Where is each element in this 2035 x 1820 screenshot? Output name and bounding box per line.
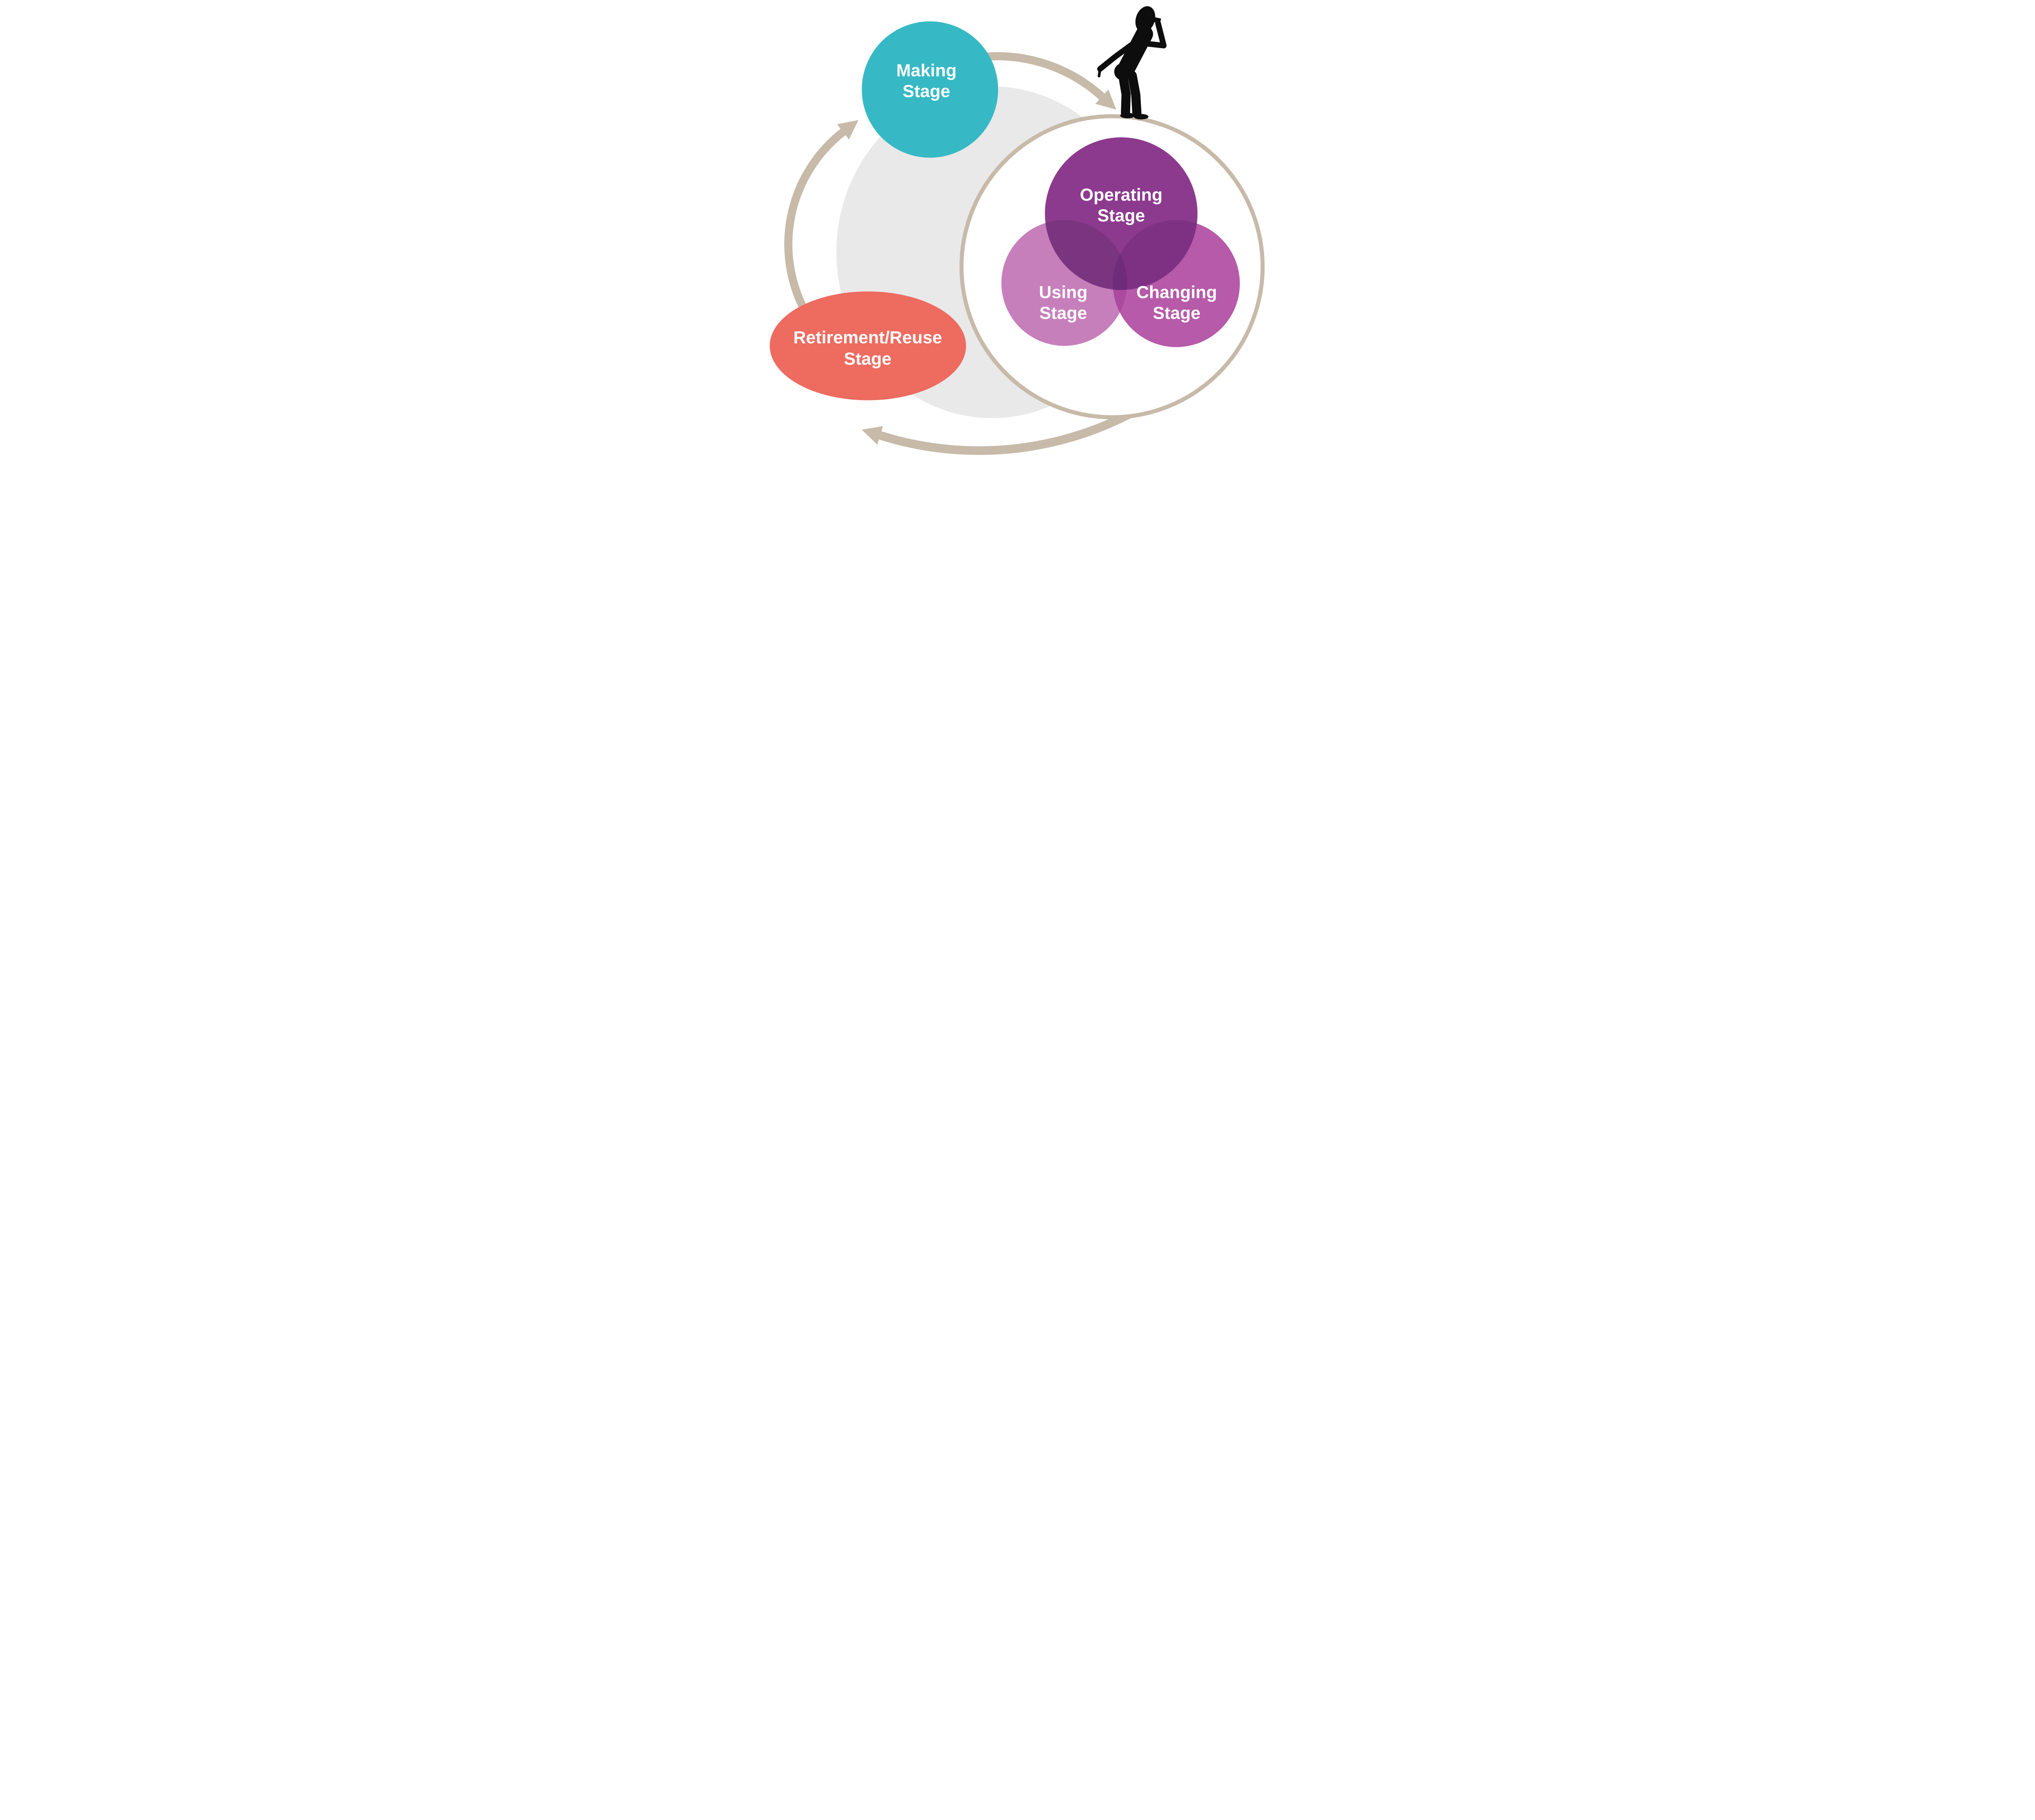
back-leg xyxy=(1118,68,1131,118)
operating-stage-label-line2: Stage xyxy=(1097,206,1145,225)
raised-arm xyxy=(1146,20,1167,48)
torso xyxy=(1116,25,1153,80)
arrow-making-to-operating xyxy=(981,52,1105,100)
using-stage-label-line1: Using xyxy=(1039,282,1088,302)
venn-diagram xyxy=(1001,137,1240,347)
arrowhead-retirement-to-making-icon xyxy=(837,120,858,140)
making-stage-label-line1: Making xyxy=(896,61,956,80)
person-peering-down-icon xyxy=(1097,6,1167,120)
changing-stage-label-line1: Changing xyxy=(1136,282,1217,302)
retirement-stage-label-line2: Stage xyxy=(844,349,891,369)
cycle-arrows xyxy=(784,52,1133,455)
arrow-retirement-to-making xyxy=(784,129,846,316)
making-stage-label-line2: Stage xyxy=(903,82,950,101)
lifecycle-diagram-svg: Making Stage Operating Stage Using Stage… xyxy=(770,6,1265,455)
overlap-operating-using xyxy=(1045,220,1127,290)
arrowhead-ring-to-retirement-icon xyxy=(862,426,883,445)
front-leg xyxy=(1127,71,1142,118)
arrowhead-making-to-operating-icon xyxy=(1095,89,1116,110)
back-arm xyxy=(1097,40,1137,72)
operating-stage-label-line1: Operating xyxy=(1080,185,1162,205)
pointing-finger xyxy=(1098,68,1102,78)
stage-labels: Making Stage Operating Stage Using Stage… xyxy=(793,61,1217,368)
changing-stage-label-line2: Stage xyxy=(1153,304,1201,323)
retirement-stage-label-line1: Retirement/Reuse xyxy=(793,328,942,347)
retirement-stage-ellipse xyxy=(770,291,966,400)
arrow-ring-to-retirement xyxy=(879,409,1133,455)
making-stage-circle xyxy=(862,21,998,158)
lifecycle-diagram: Making Stage Operating Stage Using Stage… xyxy=(763,0,1272,455)
overlap-operating-changing xyxy=(1113,220,1198,290)
using-stage-label-line2: Stage xyxy=(1039,304,1087,323)
